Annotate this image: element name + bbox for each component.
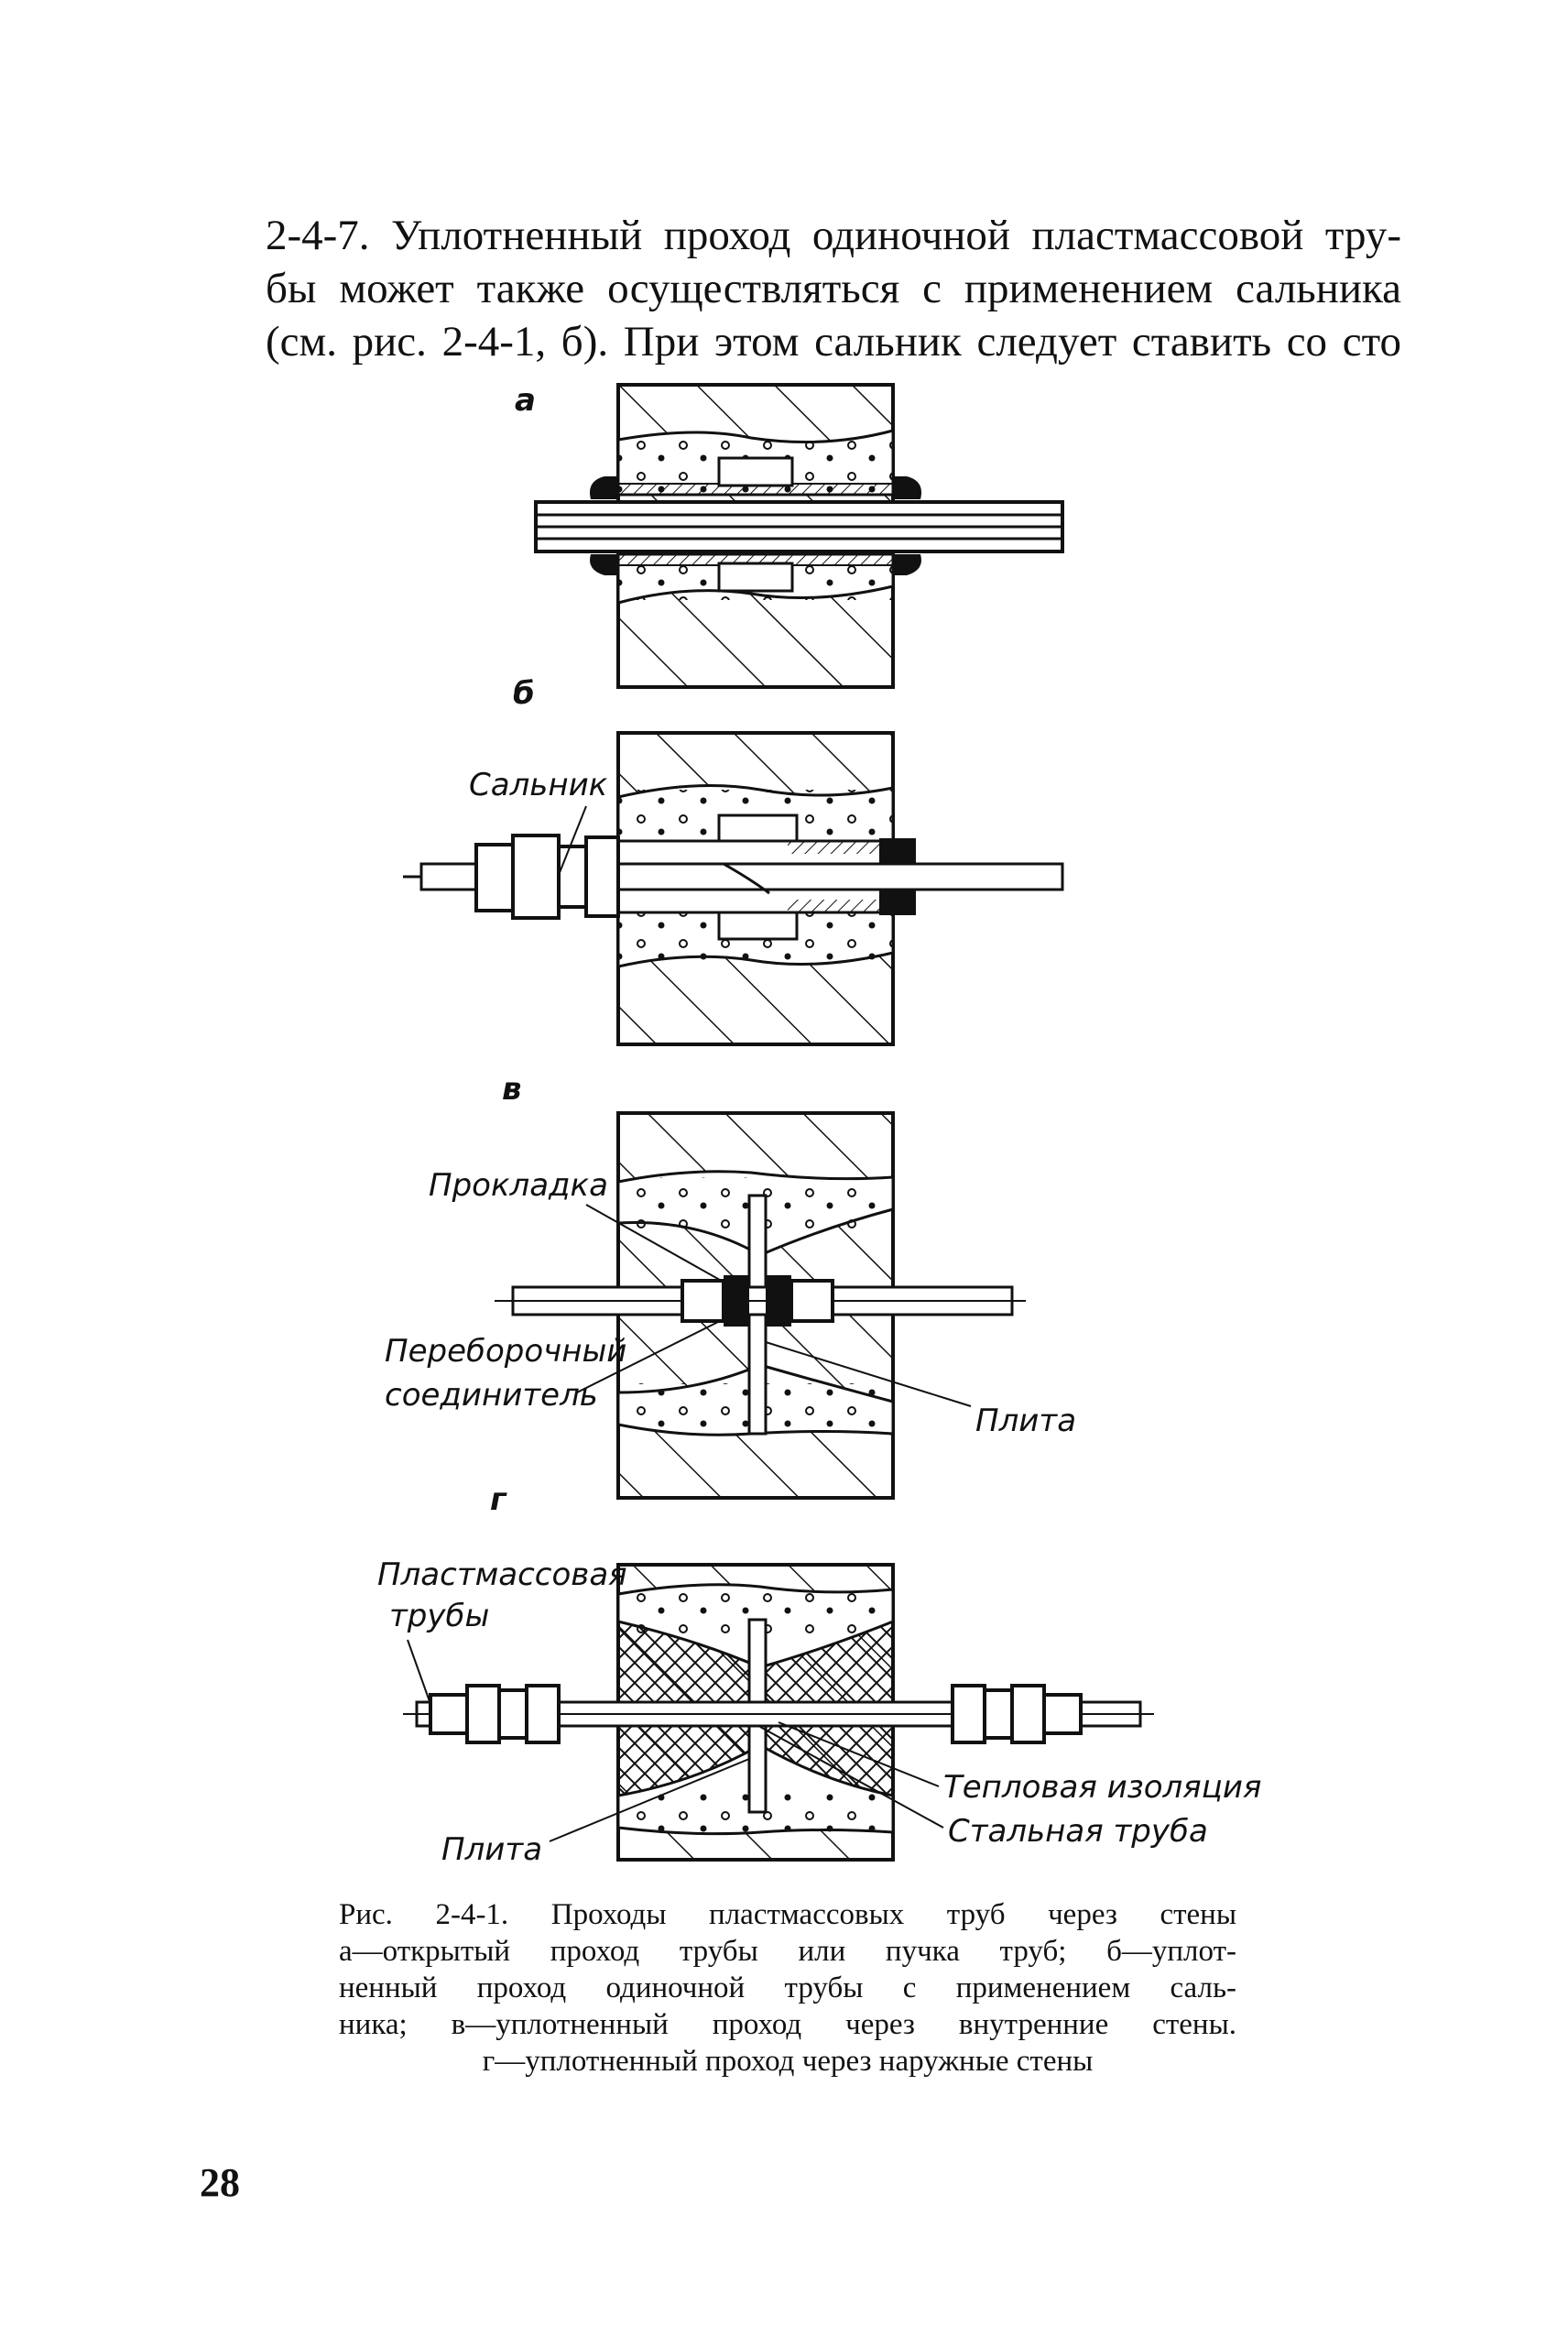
label-connector-1: Переборочный [385,1333,626,1370]
panel-v-letter: в [502,1071,522,1108]
label-pipes-2: трубы [389,1598,489,1634]
panel-b-drawing: б Сальник [403,675,1064,1046]
paragraph-line-2: бы может также осуществляться с применен… [266,265,1401,312]
panel-v-drawing: в Прокладка Переборочный соединитель Пли… [385,1071,1076,1500]
panel-b-letter: б [513,675,535,712]
page-number: 28 [200,2160,240,2205]
label-insulation: Тепловая изоляция [943,1769,1261,1806]
caption-line-4: ника; в—уплотненный проход через внутрен… [339,2008,1236,2041]
panel-g-letter: г [490,1481,507,1518]
panel-a-letter: а [515,382,536,419]
label-gasket: Прокладка [429,1167,608,1204]
caption-line-1: Рис. 2-4-1. Проходы пластмассовых труб ч… [339,1898,1236,1931]
caption-line-5: г—уплотненный проход через наружные стен… [482,2045,1094,2078]
paragraph-line-1: 2-4-7. Уплотненный проход одиночной плас… [266,212,1401,259]
label-plate-g: Плита [441,1831,542,1868]
panel-a-drawing: а [515,382,1064,689]
caption-line-2: а—открытый проход трубы или пучка труб; … [339,1935,1236,1968]
figure-caption: Рис. 2-4-1. Проходы пластмассовых труб ч… [339,1896,1236,2080]
paragraph-line-3: (см. рис. 2-4-1, б). При этом сальник сл… [266,318,1401,366]
panel-g-drawing: г Пластмассовая трубы Тепловая изоляция … [377,1481,1261,1868]
label-gland: Сальник [469,767,608,803]
label-connector-2: соединитель [385,1377,598,1414]
label-plate-v: Плита [975,1403,1076,1439]
label-steel-pipe: Стальная труба [948,1813,1208,1850]
caption-line-3: ненный проход одиночной трубы с применен… [339,1971,1236,2004]
body-paragraph: 2-4-7. Уплотненный проход одиночной плас… [266,209,1401,368]
label-pipes-1: Пластмассовая [377,1556,627,1593]
